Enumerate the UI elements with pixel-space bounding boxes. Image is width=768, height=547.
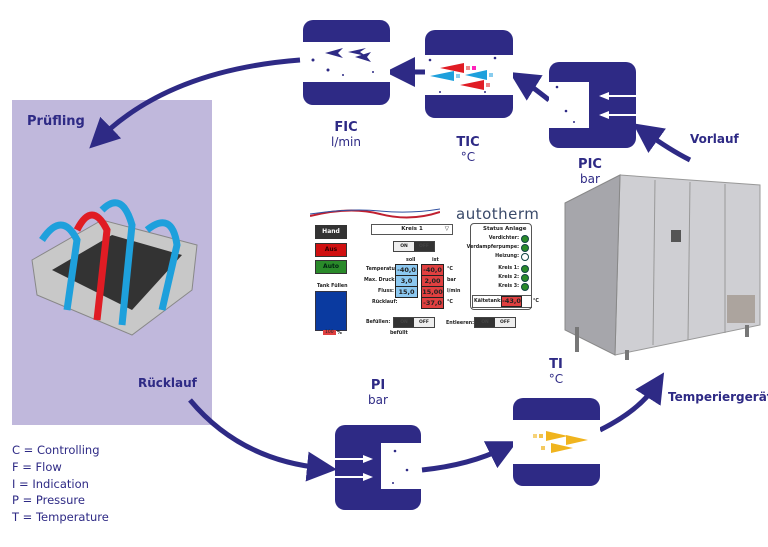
cold-tank-unit: °C <box>533 299 539 304</box>
status-item-label: Verdichter: <box>488 236 519 241</box>
tic-label: TIC°C <box>456 135 479 164</box>
status-led <box>521 274 529 282</box>
arrow-fic-to-specimen <box>89 57 301 149</box>
legend-item: I = Indication <box>12 476 89 491</box>
row-label: Max. Druck: <box>364 278 397 283</box>
status-led <box>521 283 529 291</box>
tic-unit: °C <box>460 150 476 164</box>
fill-label: Befüllen: <box>366 320 391 325</box>
fill-off[interactable]: OFF <box>414 318 434 327</box>
pi-unit: bar <box>368 393 388 407</box>
pi-symbol <box>335 425 421 510</box>
status-led <box>521 235 529 243</box>
status-item-label: Kreis 1: <box>498 266 519 271</box>
row-unit: l/min <box>447 289 461 294</box>
status-item-label: Heizung: <box>495 254 519 259</box>
power-on[interactable]: ON <box>394 242 414 251</box>
device-label: Temperiergerät <box>668 390 768 404</box>
flow-actual: 15,00 <box>421 286 444 298</box>
arrow-specimen-to-pi <box>188 398 337 482</box>
row-label: Fluss: <box>378 289 394 294</box>
status-led <box>521 253 529 261</box>
arrow-pic-to-tic <box>509 72 551 102</box>
cold-tank-value: -43,0 <box>501 296 522 307</box>
arrow-device-to-pic <box>632 123 692 163</box>
row-label: Temperatur: <box>366 267 400 272</box>
fic-unit: l/min <box>330 135 362 149</box>
pic-unit: bar <box>580 172 600 186</box>
tank-level-unit: % <box>337 331 342 336</box>
legend-item: C = Controlling <box>12 443 100 457</box>
hand-button[interactable]: Hand <box>315 225 347 239</box>
pic-symbol <box>549 62 636 148</box>
row-unit: °C <box>447 267 453 272</box>
pi-tag: PI <box>370 378 386 393</box>
tank-level-value: 100 <box>323 330 336 335</box>
arrow-pi-to-ti <box>421 441 518 473</box>
status-item-label: Verdampferpumpe: <box>466 245 519 250</box>
ti-unit: °C <box>548 372 564 386</box>
status-led <box>521 265 529 273</box>
status-panel: Status Anlage Verdichter: Verdampferpump… <box>466 223 539 310</box>
status-item-label: Kreis 2: <box>498 275 519 280</box>
arrow-ti-to-device <box>598 372 665 433</box>
status-item-label: Kreis 3: <box>498 284 519 289</box>
circuit-select-value: Kreis 1 <box>401 226 423 232</box>
specimen-label: Prüfling <box>27 114 85 129</box>
legend-item: T = Temperature <box>12 510 109 525</box>
col-set-header: soll <box>406 258 416 263</box>
chevron-down-icon: ▽ <box>444 226 449 232</box>
pic-tag: PIC <box>578 157 602 172</box>
circuit-select[interactable]: Kreis 1 ▽ <box>371 224 453 235</box>
autotherm-logo: autotherm <box>456 205 540 223</box>
cold-tank-row: Kältetank: -43,0 <box>472 295 532 308</box>
row-unit: bar <box>447 278 457 283</box>
specimen-image <box>31 199 198 336</box>
fic-tag: FIC <box>334 120 358 135</box>
power-off[interactable]: OFF <box>414 242 434 251</box>
drain-off[interactable]: OFF <box>495 318 515 327</box>
legend: C = Controlling F = Flow I = Indication … <box>12 442 109 526</box>
fill-status: befüllt <box>390 331 408 336</box>
row-label: Rücklauf: <box>372 300 398 305</box>
return-actual: -37,0 <box>421 297 444 309</box>
fill-on[interactable]: ON <box>394 318 414 327</box>
off-button[interactable]: Aus <box>315 243 347 257</box>
drain-on[interactable]: ON <box>475 318 495 327</box>
ti-tag: TI <box>549 357 563 372</box>
row-unit: °C <box>447 300 453 305</box>
status-led <box>521 244 529 252</box>
legend-item: P = Pressure <box>12 493 85 508</box>
ti-symbol <box>513 398 600 486</box>
wave-decoration <box>310 208 440 219</box>
temperature-control-unit-image <box>564 174 761 360</box>
tic-symbol <box>425 30 513 118</box>
auto-button[interactable]: Auto <box>315 260 347 274</box>
tank-level-gauge <box>315 291 347 331</box>
supply-label: Vorlauf <box>690 132 739 146</box>
legend-item: F = Flow <box>12 459 62 474</box>
tic-tag: TIC <box>456 135 480 150</box>
return-label: Rücklauf <box>138 376 197 390</box>
tank-label: Tank Füllen <box>317 284 348 289</box>
fic-symbol <box>303 20 390 105</box>
drain-label: Entleeren: <box>446 321 475 326</box>
status-title: Status Anlage <box>483 226 527 232</box>
col-actual-header: ist <box>432 258 439 263</box>
ti-label: TI°C <box>549 357 563 386</box>
cold-tank-label: Kältetank: <box>474 299 503 304</box>
flow-set[interactable]: 15,0 <box>395 286 418 298</box>
